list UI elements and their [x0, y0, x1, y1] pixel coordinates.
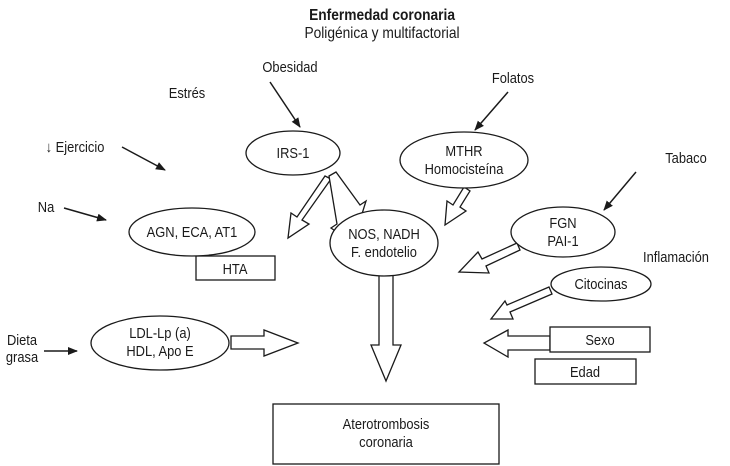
factor-na: Na: [38, 198, 55, 215]
node-fgn: [510, 206, 616, 258]
fat-arrow-fgn-to-nos: [457, 242, 521, 274]
node-ldl-line2: HDL, Apo E: [126, 342, 193, 359]
node-fgn-line2: PAI-1: [547, 232, 578, 249]
factor-ejercicio: ↓ Ejercicio: [46, 138, 105, 155]
diagram-subtitle: Poligénica y multifactorial: [304, 24, 459, 42]
factor-obesidad: Obesidad: [262, 58, 317, 75]
node-irs1-label: IRS-1: [277, 144, 310, 161]
node-agn: [128, 207, 256, 257]
node-outcome-line2: coronaria: [359, 433, 413, 450]
arrow-folatos-to-mthr: [474, 91, 509, 131]
factor-dieta-line2: grasa: [6, 348, 38, 365]
factor-dieta-line1: Dieta: [7, 331, 37, 348]
factor-folatos: Folatos: [492, 69, 534, 86]
diagram-title: Enfermedad coronaria: [309, 6, 456, 24]
node-outcome-line1: Aterotrombosis: [343, 415, 430, 432]
fat-arrow-sexo: [482, 328, 551, 359]
fat-arrow-citocinas: [489, 286, 553, 320]
factor-tabaco: Tabaco: [665, 149, 707, 166]
node-sexo-label: Sexo: [585, 331, 615, 348]
node-hta-label: HTA: [223, 260, 248, 277]
fat-arrow-nos-to-outcome: [370, 272, 402, 383]
node-mthr-line1: MTHR: [445, 142, 482, 159]
node-nos-line1: NOS, NADH: [348, 225, 420, 242]
node-irs1: [245, 130, 341, 176]
node-edad: [534, 358, 637, 385]
node-nos: [329, 209, 439, 277]
node-citocinas: [550, 266, 652, 302]
arrow-na: [63, 207, 107, 222]
fat-arrow-ldl: [230, 329, 300, 357]
node-ldl-line1: LDL-Lp (a): [129, 324, 191, 341]
arrow-ejercicio: [121, 146, 166, 171]
node-citocinas-label: Citocinas: [575, 275, 628, 292]
arrow-obesidad-to-irs1: [269, 81, 301, 128]
node-agn-label: AGN, ECA, AT1: [147, 223, 238, 240]
node-sexo: [549, 326, 651, 353]
fat-arrow-irs1-to-agn: [287, 175, 332, 240]
node-ldl: [90, 315, 230, 371]
node-hta: [195, 255, 276, 281]
arrow-tabaco-to-fgn: [603, 171, 637, 211]
node-mthr-line2: Homocisteína: [425, 160, 504, 177]
node-mthr: [399, 131, 529, 189]
fat-arrow-mthr-to-nos: [444, 186, 471, 227]
node-edad-label: Edad: [570, 363, 600, 380]
node-outcome: [272, 403, 500, 465]
factor-inflamacion: Inflamación: [643, 248, 709, 265]
factor-estres: Estrés: [169, 84, 206, 101]
node-nos-line2: F. endotelio: [351, 243, 417, 260]
node-fgn-line1: FGN: [549, 214, 576, 231]
